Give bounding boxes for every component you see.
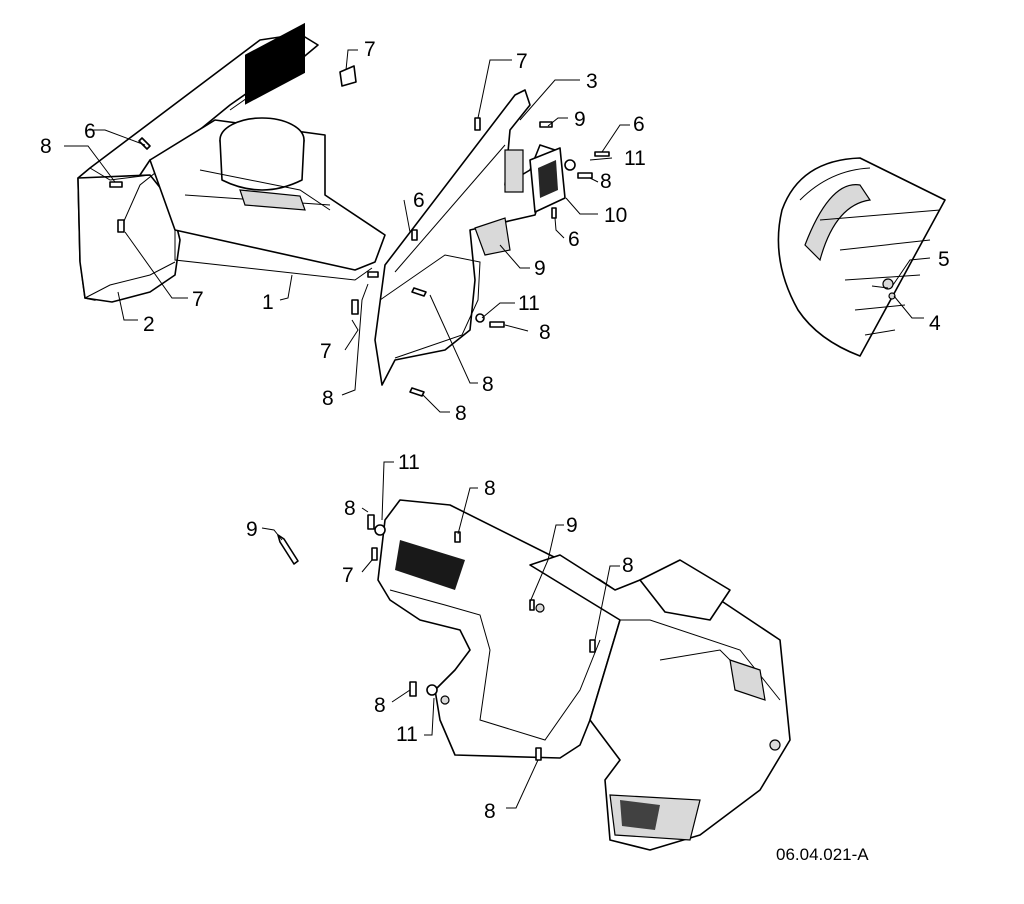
callout-10: 10 xyxy=(604,204,627,227)
callout-6: 6 xyxy=(568,228,580,251)
callout-1: 1 xyxy=(262,291,274,314)
center-chute-part xyxy=(149,117,386,281)
hardware-items xyxy=(109,65,610,761)
callout-8: 8 xyxy=(455,402,467,425)
callout-8: 8 xyxy=(539,321,551,344)
callout-11: 11 xyxy=(518,292,540,315)
callout-7: 7 xyxy=(192,288,204,311)
callout-8: 8 xyxy=(322,387,334,410)
callout-3: 3 xyxy=(586,70,598,93)
callout-4: 4 xyxy=(929,312,941,335)
callout-8: 8 xyxy=(482,373,494,396)
callout-8: 8 xyxy=(622,554,634,577)
left-housing-part xyxy=(77,22,319,303)
callout-labels: 1 2 3 4 5 6 6 6 6 7 7 7 7 7 8 8 8 8 8 8 … xyxy=(40,38,950,864)
callout-8: 8 xyxy=(374,694,386,717)
callout-6: 6 xyxy=(413,189,425,212)
callout-7: 7 xyxy=(342,564,354,587)
reference-code: 06.04.021-A xyxy=(776,845,869,864)
callout-11: 11 xyxy=(396,723,418,746)
callout-2: 2 xyxy=(143,313,155,336)
callout-11: 11 xyxy=(398,451,420,474)
leader-lines xyxy=(64,49,931,809)
callout-6: 6 xyxy=(633,113,645,136)
callout-7: 7 xyxy=(516,50,528,73)
callout-8: 8 xyxy=(484,477,496,500)
callout-7: 7 xyxy=(364,38,376,61)
callout-8: 8 xyxy=(40,135,52,158)
right-housing-part xyxy=(374,89,566,386)
detail-magnifier xyxy=(777,157,946,357)
callout-9: 9 xyxy=(574,108,586,131)
callout-8: 8 xyxy=(600,170,612,193)
assembled-view xyxy=(377,499,791,851)
callout-11: 11 xyxy=(624,147,646,170)
callout-9: 9 xyxy=(534,257,546,280)
callout-5: 5 xyxy=(938,248,950,271)
callout-8: 8 xyxy=(344,497,356,520)
callout-8: 8 xyxy=(484,800,496,823)
callout-9: 9 xyxy=(566,514,578,537)
callout-6: 6 xyxy=(84,120,96,143)
callout-7: 7 xyxy=(320,340,332,363)
callout-9: 9 xyxy=(246,518,258,541)
